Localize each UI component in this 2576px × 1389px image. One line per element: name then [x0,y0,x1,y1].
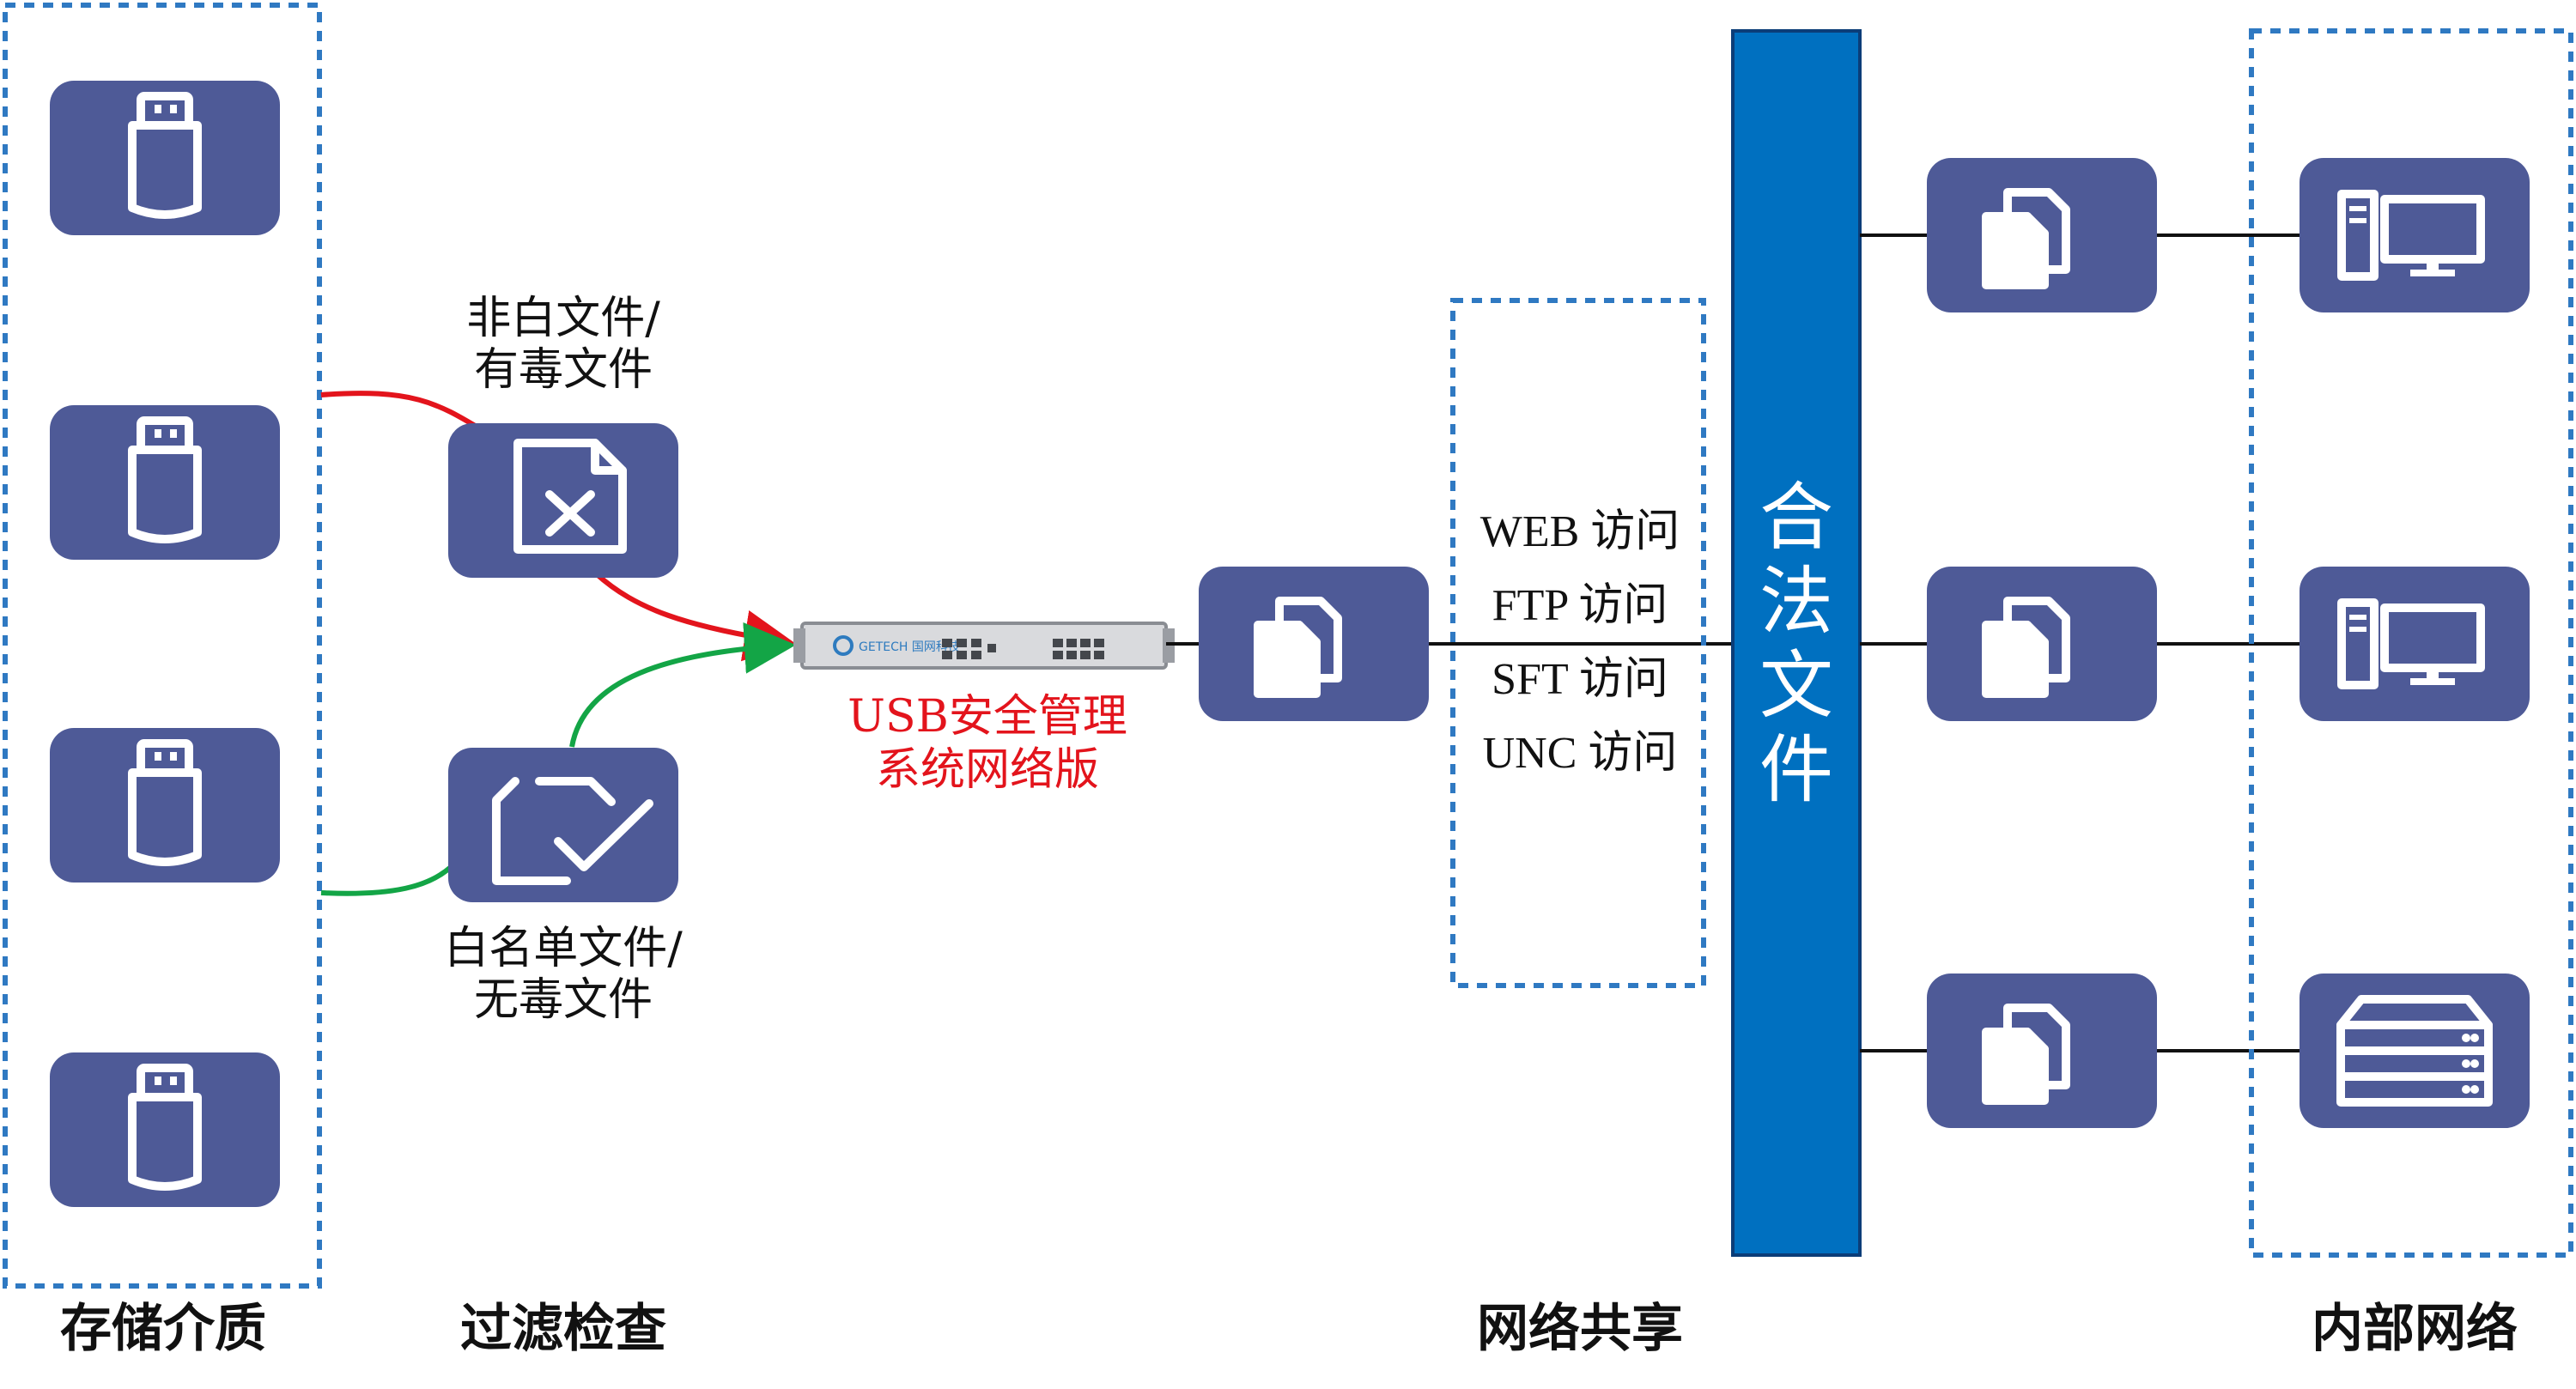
device-brand: GETECH 国网科技 [859,640,960,654]
file-check-icon [492,777,653,885]
distribution-files-tile-1 [1927,158,2157,312]
section-caption-filter: 过滤检查 [460,1299,666,1359]
section-caption-internal: 内部网络 [2312,1299,2518,1359]
section-caption-share: 网络共享 [1477,1299,1683,1359]
device-label-line2: 系统网络版 [876,744,1099,796]
section-caption-storage: 存储介质 [60,1299,266,1359]
legit-files-bar [1731,29,1862,1257]
approve-path-in [320,864,453,896]
usb-tile-3 [50,728,280,883]
storage-group-box [3,3,322,1289]
approve-path-out [569,622,796,748]
usb-tile-4 [50,1052,280,1207]
internal-group-box [2249,28,2573,1258]
approved-label-line1: 白名单文件/ [444,923,683,974]
distribution-files-tile-3 [1927,974,2157,1128]
legit-bar-char-3: 文 [1759,643,1833,729]
protocol-sft: SFT 访问 [1492,655,1668,704]
computer-tile-2 [2300,567,2530,721]
server-tile [2300,974,2530,1128]
usb-tile-2 [50,405,280,560]
shared-files-tile [1199,567,1429,721]
brand-logo-icon [833,635,854,656]
reject-file-tile [448,423,678,578]
approve-file-tile [448,748,678,902]
rejected-label-line2: 有毒文件 [474,344,653,396]
reject-path-out [593,571,796,662]
computer-tile-1 [2300,158,2530,312]
usb-security-appliance: GETECH 国网科技 [793,622,1175,670]
legit-bar-char-1: 合 [1759,475,1833,561]
protocol-group-box [1450,298,1706,988]
legit-bar-char-2: 法 [1759,559,1833,645]
approved-label-line2: 无毒文件 [474,974,653,1026]
device-label-line1: USB安全管理 [848,691,1127,743]
file-x-icon [513,439,627,554]
protocol-ftp: FTP 访问 [1492,581,1668,630]
distribution-files-tile-2 [1927,567,2157,721]
reject-path-in [320,391,483,432]
protocol-web: WEB 访问 [1480,507,1680,556]
usb-tile-1 [50,81,280,235]
rejected-label-line1: 非白文件/ [466,293,660,344]
protocol-unc: UNC 访问 [1483,729,1678,778]
legit-bar-char-4: 件 [1759,727,1833,813]
